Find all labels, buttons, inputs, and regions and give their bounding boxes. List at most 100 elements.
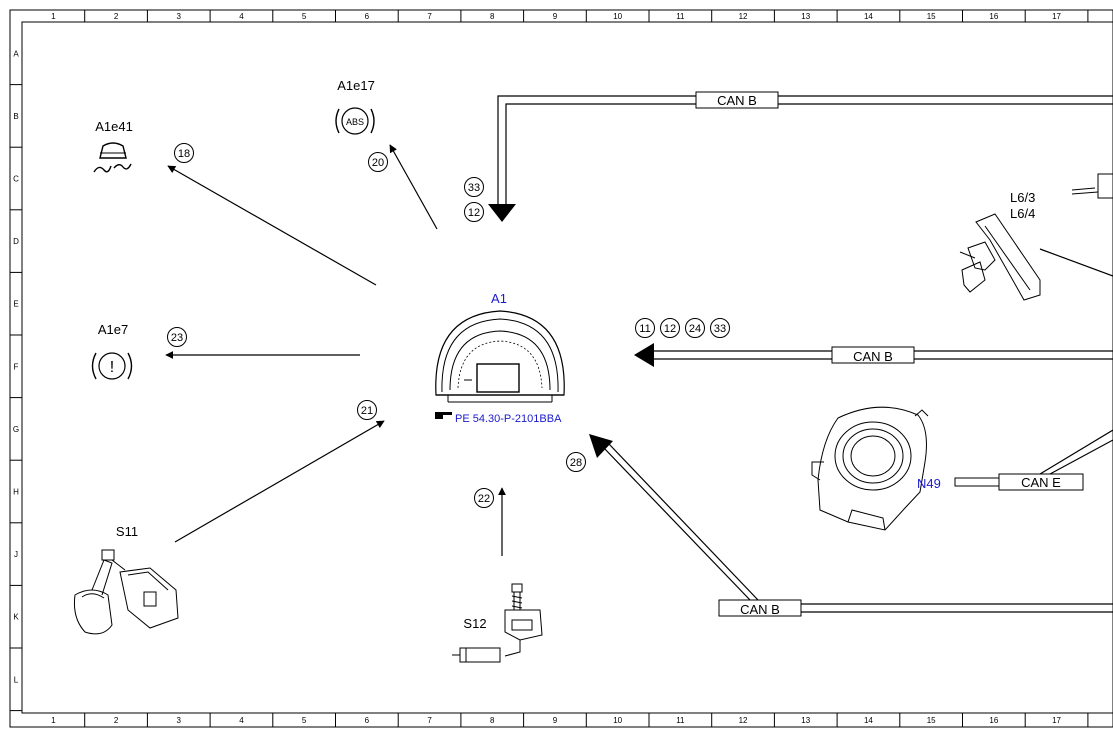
signal-badge-21 (357, 400, 377, 420)
signal-number-12a: 12 (468, 207, 480, 219)
signal-badge-23 (167, 327, 187, 347)
signal-badge-33a (464, 177, 484, 197)
signal-number-23: 23 (171, 332, 183, 344)
s11-switch-drawing (74, 549, 179, 635)
grid-column-label-top: 14 (864, 12, 873, 21)
grid-column-label-bottom: 1 (51, 716, 56, 725)
drawing-inner-frame (21, 21, 1113, 714)
grid-column-label-bottom: 9 (553, 716, 558, 725)
signal-number-33a: 33 (468, 182, 480, 194)
can-e-label: CAN E (1021, 475, 1061, 490)
l6-label-line1: L6/3 (1010, 190, 1035, 205)
signal-number-12b: 12 (664, 323, 676, 335)
grid-column-label-top: 4 (239, 12, 244, 21)
can-b-top-label: CAN B (717, 93, 757, 108)
can-b-bottom-arrow-head (589, 434, 613, 458)
can-b-mid-label: CAN B (853, 349, 893, 364)
signal-number-24: 24 (689, 323, 701, 335)
grid-column-label-top: 9 (553, 12, 558, 21)
signal-badge-12a (464, 202, 484, 222)
sensor-lead-line (1039, 248, 1113, 277)
signal-arrow-18 (167, 165, 377, 286)
can-b-mid-bus (634, 343, 1113, 367)
grid-column-label-bottom: 4 (239, 716, 244, 725)
signal-badge-22 (474, 488, 494, 508)
grid-row-label: D (13, 237, 19, 246)
signal-number-21: 21 (361, 405, 373, 417)
grid-row-label: E (13, 300, 18, 309)
signal-badge-28 (566, 452, 586, 472)
grid-column-label-top: 13 (801, 12, 810, 21)
grid-column-label-top: 17 (1052, 12, 1061, 21)
grid-column-label-top: 11 (676, 12, 685, 21)
a1e17-label: A1e17 (337, 78, 375, 93)
signal-badge-20 (368, 152, 388, 172)
grid-column-label-bottom: 11 (676, 716, 685, 725)
grid-column-label-top: 7 (427, 12, 432, 21)
grid-column-label-bottom: 3 (177, 716, 182, 725)
grid-column-label-bottom: 7 (427, 716, 432, 725)
signal-arrow-21 (174, 420, 385, 543)
connector-drawing (1071, 173, 1113, 199)
l6-label-line2: L6/4 (1010, 206, 1035, 221)
a1-reference: PE 54.30-P-2101BBA (455, 413, 562, 425)
grid-row-label: C (13, 175, 19, 184)
grid-row-label: H (13, 488, 19, 497)
n49-label: N49 (917, 476, 941, 491)
can-e-bus (954, 429, 1113, 491)
wheel-speed-sensor-drawing (959, 213, 1041, 301)
grid-column-label-top: 1 (51, 12, 56, 21)
grid-column-label-top: 3 (177, 12, 182, 21)
signal-arrow-20 (389, 144, 438, 230)
skid-car-icon (93, 142, 132, 173)
can-b-bottom-label: CAN B (740, 602, 780, 617)
grid-row-label: J (14, 550, 18, 559)
grid-column-label-bottom: 12 (739, 716, 748, 725)
grid-column-label-top: 16 (989, 12, 998, 21)
s12-label: S12 (463, 616, 486, 631)
grid-column-label-bottom: 6 (365, 716, 370, 725)
grid-column-label-top: 2 (114, 12, 119, 21)
grid-column-label-bottom: 8 (490, 716, 495, 725)
signal-badge-24 (685, 318, 705, 338)
abs-warning-icon (335, 107, 375, 135)
a1-instrument-cluster (435, 310, 565, 403)
grid-column-label-top: 6 (365, 12, 370, 21)
signal-badge-18 (174, 143, 194, 163)
reference-hand-icon (435, 412, 452, 419)
grid-column-label-bottom: 17 (1052, 716, 1061, 725)
grid-column-label-top: 12 (739, 12, 748, 21)
signal-number-22: 22 (478, 493, 490, 505)
a1e7-label: A1e7 (98, 322, 128, 337)
signal-badge-33b (710, 318, 730, 338)
abs-icon-text: ABS (346, 117, 364, 127)
can-b-bottom-bus (589, 434, 1113, 617)
drawing-frame (9, 9, 1113, 728)
grid-column-label-bottom: 2 (114, 716, 119, 725)
grid-row-label: F (14, 362, 19, 371)
signal-number-18: 18 (178, 148, 190, 160)
signal-number-33b: 33 (714, 323, 726, 335)
grid-column-label-top: 8 (490, 12, 495, 21)
signal-badge-12b (660, 318, 680, 338)
n49-steering-angle-sensor-drawing (811, 406, 929, 531)
can-b-top-bus (488, 91, 1113, 222)
grid-column-label-top: 10 (613, 12, 622, 21)
grid-row-label: L (14, 675, 19, 684)
a1e41-label: A1e41 (95, 119, 133, 134)
grid-column-label-bottom: 10 (613, 716, 622, 725)
grid-column-label-bottom: 13 (801, 716, 810, 725)
grid-row-label: K (13, 613, 19, 622)
a1-label: A1 (491, 291, 507, 306)
signal-badge-11 (635, 318, 655, 338)
signal-number-28: 28 (570, 457, 582, 469)
can-b-top-arrow-head (488, 204, 516, 222)
grid-row-label: A (13, 49, 19, 58)
grid-column-label-top: 5 (302, 12, 307, 21)
s11-label: S11 (116, 524, 138, 539)
